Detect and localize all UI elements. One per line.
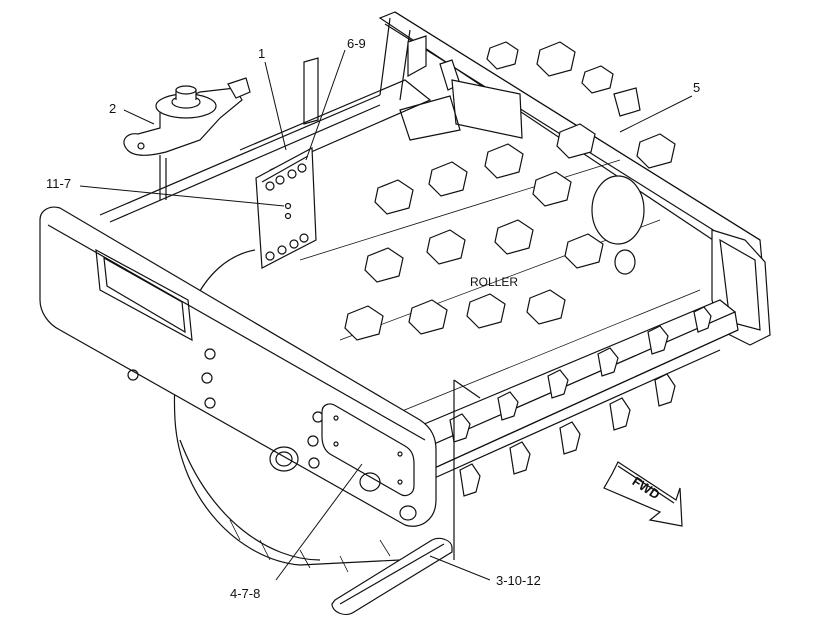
roller-label: ROLLER [470, 275, 518, 289]
drum-pads [344, 41, 676, 341]
callout-5: 5 [693, 80, 700, 95]
callout-4-7-8: 4-7-8 [230, 586, 260, 601]
scraper-brackets [449, 306, 712, 497]
callout-2: 2 [109, 101, 116, 116]
roller-drum [173, 41, 701, 573]
rear-brackets [399, 35, 641, 141]
hitch-pivot [123, 77, 251, 200]
callout-1: 1 [258, 46, 265, 61]
callout-6-9: 6-9 [347, 36, 366, 51]
forward-direction-arrow: FWD [603, 461, 683, 527]
leader-lines [79, 49, 693, 581]
cover-plate [321, 403, 415, 497]
mounting-bracket [255, 57, 319, 269]
lower-shield-plate [331, 379, 481, 616]
callout-11-7: 11-7 [46, 176, 71, 191]
callout-3-10-12: 3-10-12 [496, 573, 541, 588]
